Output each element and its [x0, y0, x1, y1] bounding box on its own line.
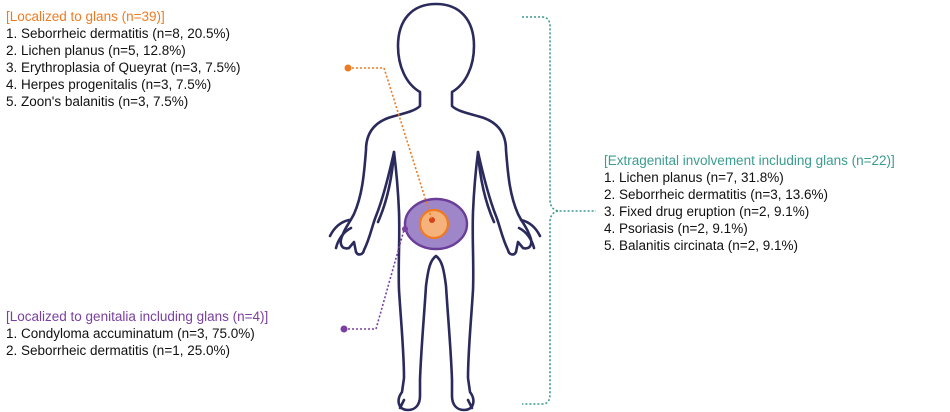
list-item: 3. Erythroplasia of Queyrat (n=3, 7.5%)	[6, 59, 241, 76]
list-item: 5. Balanitis circinata (n=2, 9.1%)	[604, 237, 895, 254]
glans-diagnosis-list: [Localized to glans (n=39)] 1. Seborrhei…	[6, 8, 241, 110]
list-item: 2. Lichen planus (n=5, 12.8%)	[6, 42, 241, 59]
list-item: 2. Seborrheic dermatitis (n=3, 13.6%)	[604, 186, 895, 203]
list-item: 1. Seborrheic dermatitis (n=8, 20.5%)	[6, 25, 241, 42]
genitalia-heading: [Localized to genitalia including glans …	[6, 308, 268, 325]
genitalia-diagnosis-list: [Localized to genitalia including glans …	[6, 308, 268, 359]
list-item: 1. Lichen planus (n=7, 31.8%)	[604, 169, 895, 186]
extragenital-heading: [Extragenital involvement including glan…	[604, 152, 895, 169]
list-item: 1. Condyloma accuminatum (n=3, 75.0%)	[6, 325, 268, 342]
extragenital-diagnosis-list: [Extragenital involvement including glan…	[604, 152, 895, 254]
list-item: 2. Seborrheic dermatitis (n=1, 25.0%)	[6, 342, 268, 359]
glans-region	[420, 210, 448, 238]
extragenital-brace	[522, 17, 596, 404]
list-item: 4. Herpes progenitalis (n=3, 7.5%)	[6, 76, 241, 93]
glans-heading: [Localized to glans (n=39)]	[6, 8, 241, 25]
list-item: 4. Psoriasis (n=2, 9.1%)	[604, 220, 895, 237]
list-item: 3. Fixed drug eruption (n=2, 9.1%)	[604, 203, 895, 220]
genitalia-endpoint-dot	[402, 226, 408, 232]
list-item: 5. Zoon's balanitis (n=3, 7.5%)	[6, 93, 241, 110]
